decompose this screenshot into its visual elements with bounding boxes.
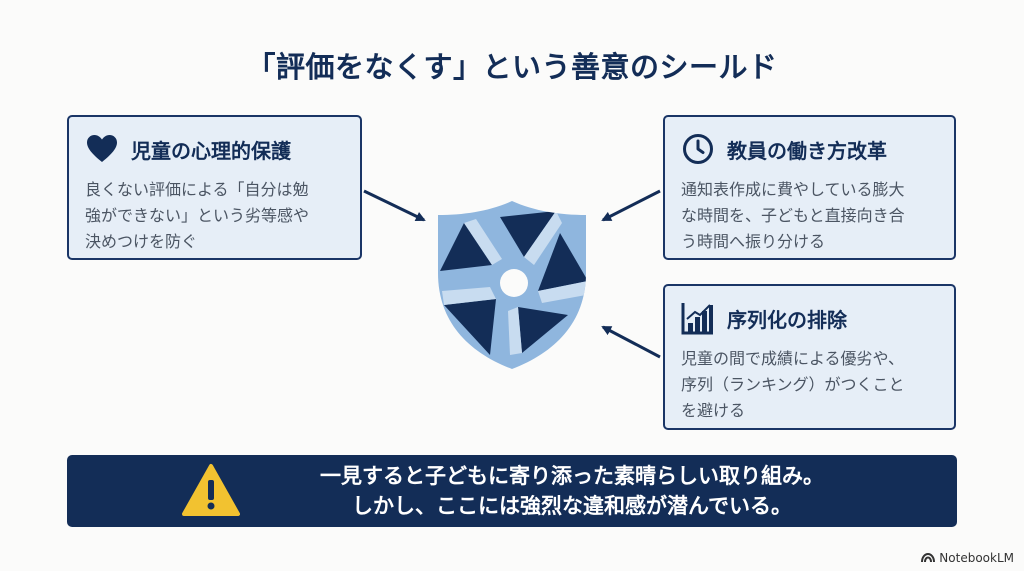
warning-banner: 一見すると子どもに寄り添った素晴らしい取り組み。 しかし、ここには強烈な違和感が… <box>67 455 957 527</box>
card-title: 序列化の排除 <box>727 307 847 332</box>
notebooklm-logo-icon <box>921 553 936 563</box>
card-ranking-elimination: 序列化の排除 児童の間で成績による優劣や、 序列（ランキング）がつくこと を避け… <box>663 284 956 430</box>
arrow-left <box>363 189 426 222</box>
arrow-right-top <box>601 189 661 222</box>
card-title: 教員の働き方改革 <box>727 138 887 163</box>
notebooklm-watermark: NotebookLM <box>921 551 1014 565</box>
card-title: 児童の心理的保護 <box>131 138 291 163</box>
bar-chart-icon <box>681 301 715 335</box>
card-description: 通知表作成に費やしている膨大 な時間を、子どもと直接向き合 う時間へ振り分ける <box>681 180 905 251</box>
card-description: 良くない評価による「自分は勉 強ができない」という劣等感や 決めつけを防ぐ <box>85 180 310 251</box>
shield-icon <box>438 201 586 369</box>
banner-message: 一見すると子どもに寄り添った素晴らしい取り組み。 しかし、ここには強烈な違和感が… <box>320 464 824 518</box>
card-psychological-protection: 児童の心理的保護 良くない評価による「自分は勉 強ができない」という劣等感や 決… <box>67 115 362 260</box>
arrow-right-bottom <box>601 325 661 359</box>
warning-icon <box>182 464 240 516</box>
clock-icon <box>681 132 715 166</box>
card-work-style-reform: 教員の働き方改革 通知表作成に費やしている膨大 な時間を、子どもと直接向き合 う… <box>663 115 956 260</box>
heart-icon <box>85 132 119 166</box>
watermark-text: NotebookLM <box>939 551 1014 565</box>
card-description: 児童の間で成績による優劣や、 序列（ランキング）がつくこと を避ける <box>681 349 905 420</box>
page-title: 「評価をなくす」という善意のシールド <box>246 50 778 84</box>
